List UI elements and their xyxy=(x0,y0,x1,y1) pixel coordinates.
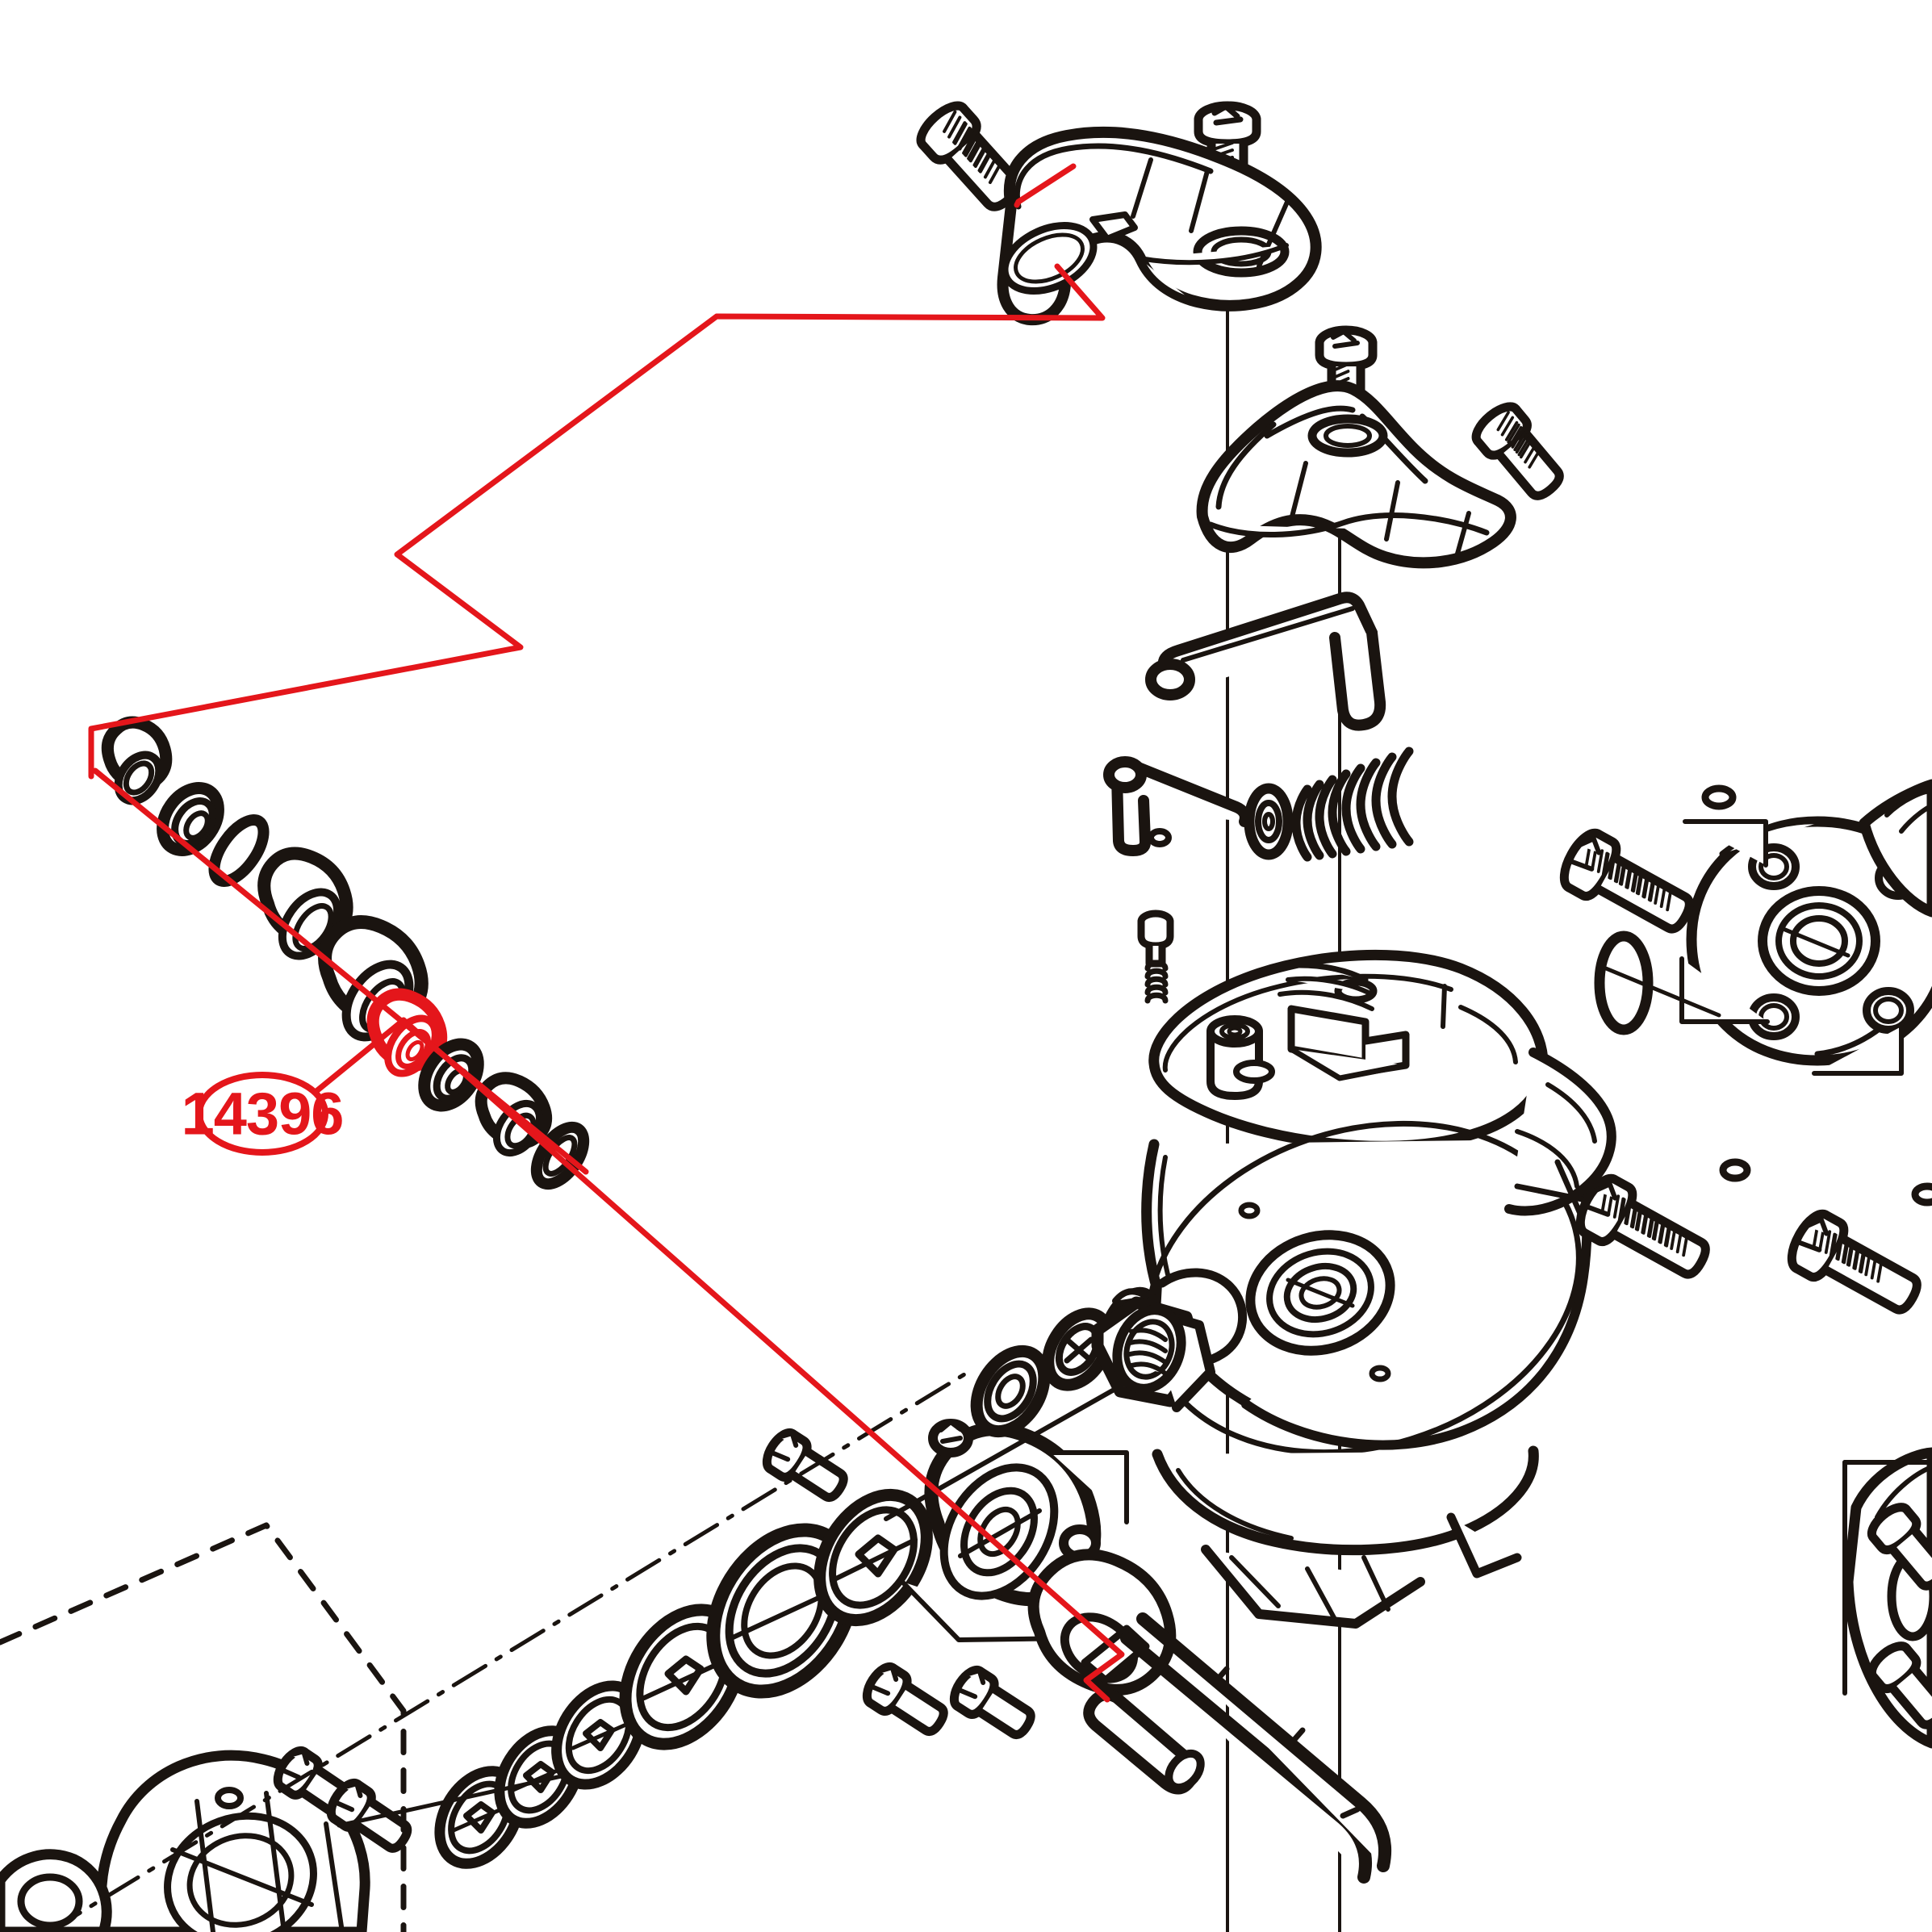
bearing-part xyxy=(208,813,270,888)
bottom-right-bracket xyxy=(1842,1460,1932,1696)
pin-spring xyxy=(1144,960,1169,1004)
flange-screw-set xyxy=(1559,784,1932,1315)
spool-partial xyxy=(0,1750,370,1932)
kick-lever-and-spring xyxy=(1103,746,1414,862)
rotor-body xyxy=(1141,949,1616,1629)
bottom-right-screws xyxy=(1867,1503,1932,1729)
plate-screw xyxy=(762,1428,1035,1739)
callout-part-number: 14396 xyxy=(182,1081,344,1148)
keyed-washer xyxy=(813,1488,933,1627)
kick-spring xyxy=(1291,746,1414,862)
assembly-axis xyxy=(46,1370,971,1932)
callout-ellipse xyxy=(196,1072,328,1156)
spool-flange xyxy=(1594,816,1932,1076)
bail-arm-lever xyxy=(916,101,1322,326)
bail-arm-cover-body xyxy=(1196,380,1516,569)
kick-lever xyxy=(1103,756,1251,856)
callout-axis-line xyxy=(92,767,589,1175)
bail-arm-cover xyxy=(1196,325,1564,569)
dashed-boundary-box xyxy=(0,1522,407,1932)
drag-ring-washer xyxy=(706,1523,859,1699)
drag-washer-stack xyxy=(434,1286,1215,1869)
rotor-nut xyxy=(1091,1296,1215,1412)
anti-reverse-pin xyxy=(1137,910,1174,968)
bail-trip-lever xyxy=(1145,592,1386,731)
line-roller-arm-body xyxy=(997,126,1322,326)
callout-leader-lower xyxy=(308,1017,1125,1703)
screw-icon xyxy=(1471,402,1564,500)
drag-click-plate xyxy=(924,1419,1102,1607)
kick-lever-washer xyxy=(1244,783,1294,860)
spool-leader-line xyxy=(337,1773,567,1828)
spool-screw xyxy=(273,1746,412,1853)
spacer-washer xyxy=(970,1344,1051,1438)
bearing-part xyxy=(101,716,173,805)
callout-leader-upper xyxy=(88,163,1106,780)
